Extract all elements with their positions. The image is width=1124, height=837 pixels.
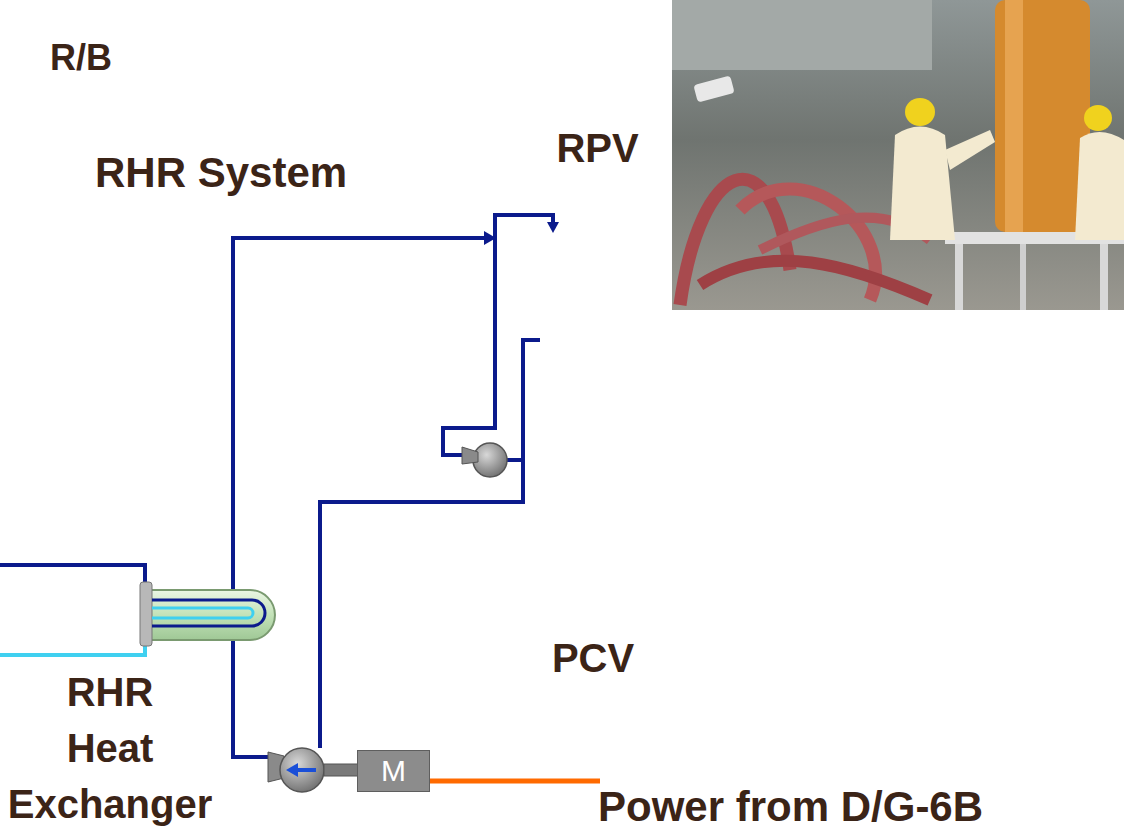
building-label: R/B — [50, 38, 112, 78]
suppression-water — [380, 688, 760, 788]
fuel-rods — [567, 318, 618, 410]
core-shroud — [556, 230, 640, 345]
torus-section — [767, 613, 931, 777]
jet-pump — [548, 330, 648, 352]
power-cable — [430, 779, 600, 784]
recirc-pump-symbol — [462, 443, 507, 477]
reactor-pressure-vessel-shape — [540, 190, 655, 497]
suppression-water — [273, 688, 933, 797]
reactor-pressure-vessel: RPV — [540, 190, 655, 497]
cooling-water-return — [0, 625, 145, 655]
vent-pipe — [399, 605, 454, 657]
arrowhead — [484, 231, 496, 245]
motor-box: M — [357, 750, 430, 792]
vessel-outline — [541, 191, 654, 496]
arrowhead — [547, 222, 559, 233]
steam-separator — [566, 226, 630, 234]
reactor-building-box: R/B PCV RPV M — [3, 11, 1115, 829]
containment-vessel: PCV RPV — [270, 85, 935, 800]
rhr-pump-symbol — [268, 748, 358, 792]
containment-vessel-shape — [270, 85, 935, 800]
heat-exchanger-symbol — [140, 582, 275, 646]
vessel-label: RPV — [556, 126, 638, 170]
torus-section — [767, 613, 931, 777]
reactor-core — [565, 318, 623, 410]
torus-band — [273, 605, 933, 797]
system-label: RHR System — [95, 150, 347, 196]
containment-label: PCV — [552, 636, 634, 680]
drywell-outline — [398, 85, 738, 760]
building-outline — [3, 11, 1115, 829]
site-photo — [672, 0, 1124, 310]
heat-exchanger-label: RHR Heat Exchanger — [4, 664, 216, 832]
suppression-water — [760, 688, 940, 788]
motor-label: M — [358, 751, 429, 791]
control-rod-drives — [578, 410, 614, 494]
vent-pipe — [749, 605, 804, 657]
power-label: Power from D/G-6B — [598, 784, 983, 830]
